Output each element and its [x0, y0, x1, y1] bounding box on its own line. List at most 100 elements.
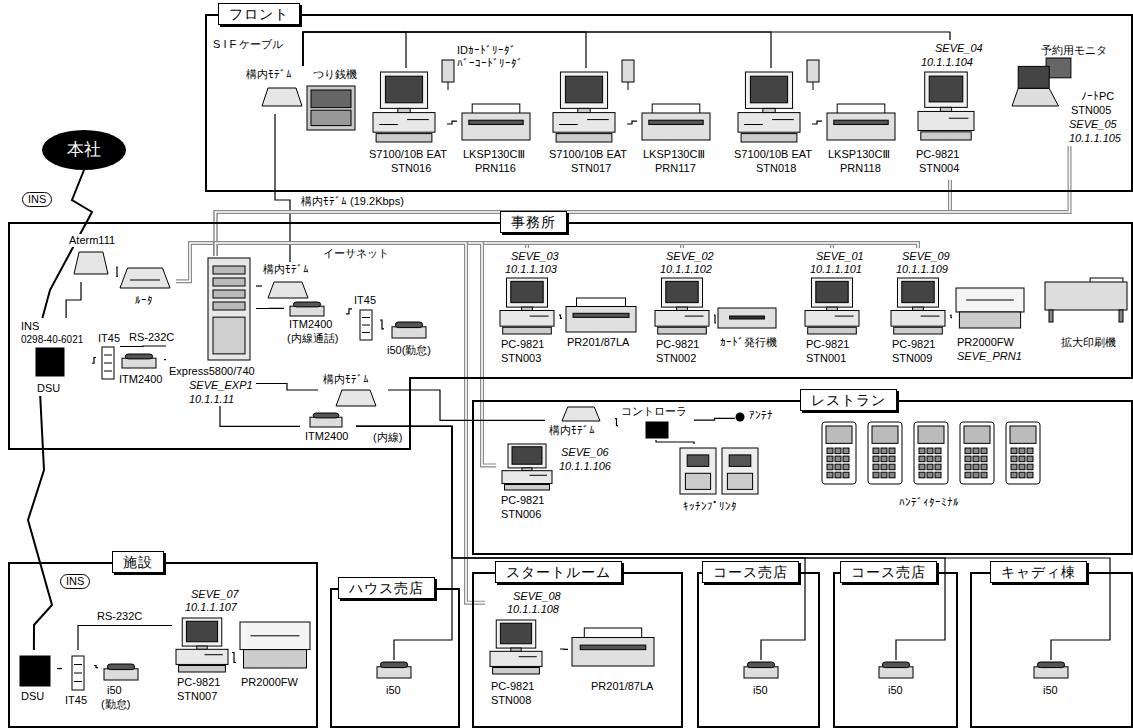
- connector: [216, 243, 486, 603]
- device: IT45: [96, 330, 120, 385]
- device-label: つり銭機: [312, 68, 358, 81]
- device: DSU: [15, 650, 57, 712]
- pc-icon: [918, 72, 974, 140]
- icon-part: [490, 651, 542, 666]
- icon-line: [104, 355, 112, 356]
- device-label: 構内ﾓﾃﾞﾑ: [262, 263, 310, 276]
- connector: [164, 359, 166, 360]
- icon-part: [750, 76, 787, 103]
- icon-part: [745, 72, 792, 108]
- icon-line: [685, 316, 704, 317]
- device-label: 10.1.1.107: [184, 601, 238, 614]
- icon-part: [395, 322, 422, 328]
- icon-part: [827, 472, 833, 478]
- icon-part: [493, 668, 540, 674]
- big-icon: [1045, 278, 1127, 322]
- icon-line: [251, 635, 300, 636]
- icon-part: [843, 456, 849, 462]
- phone-icon: [104, 664, 138, 680]
- icon-part: [213, 290, 245, 298]
- device: ｷｯﾁﾝﾌﾟﾘﾝﾀ: [675, 444, 770, 518]
- phone-icon: [1034, 662, 1068, 678]
- icon-part: [1027, 456, 1033, 462]
- device: IT45: [62, 650, 94, 712]
- area-box: 事務所Aterm111ﾙｰﾀINS0298-40-6021DSUIT45ITM2…: [8, 222, 1133, 450]
- device-label: PR2000FW: [956, 336, 1015, 349]
- connector: [714, 315, 716, 323]
- laptop-icon: [1012, 58, 1071, 106]
- phone-icon: [310, 413, 342, 427]
- icon-part: [122, 358, 156, 368]
- icon-part: [881, 456, 887, 462]
- connector: [216, 243, 497, 465]
- connector: [388, 390, 545, 420]
- ethernet-cable: [176, 243, 216, 281]
- device-label: STN016: [390, 162, 432, 175]
- icon-part: [1034, 667, 1068, 678]
- device-label: PRN116: [474, 162, 517, 175]
- icon-part: [744, 667, 778, 678]
- cable: [164, 359, 166, 360]
- cable: [627, 121, 637, 124]
- note-label: イーサネット: [322, 247, 390, 260]
- icon-line: [559, 124, 578, 125]
- pc-icon: [805, 278, 859, 334]
- icon-part: [213, 266, 245, 274]
- device: 構内ﾓﾃﾞﾑ: [262, 262, 318, 302]
- area-box: ハウス売店i50: [330, 588, 460, 728]
- device: ｶｰﾄﾞ発行機: [716, 302, 780, 354]
- icon-part: [902, 281, 934, 302]
- icon-part: [722, 448, 758, 494]
- device-label: (内線通話): [286, 332, 339, 345]
- icon-part: [120, 268, 170, 288]
- icon-part: [927, 448, 933, 454]
- icon-part: [889, 456, 895, 462]
- prn-icon: [462, 104, 530, 140]
- icon-part: [881, 464, 887, 470]
- icon-part: [680, 448, 716, 494]
- device: 構内ﾓﾃﾞﾑ: [240, 66, 310, 114]
- icon-line: [628, 82, 629, 90]
- icon-line: [519, 656, 537, 657]
- device: SEVE_0310.1.1.103PC-9821STN003: [495, 248, 559, 370]
- icon-part: [565, 76, 602, 103]
- phone-icon: [879, 662, 913, 678]
- device-label: IT45: [97, 332, 121, 345]
- cable: [256, 384, 318, 391]
- pc-icon: [176, 618, 228, 672]
- pc-icon: [891, 278, 945, 334]
- connector: [615, 419, 618, 426]
- icon-part: [506, 278, 547, 307]
- icon-part: [881, 472, 887, 478]
- it45-icon: [102, 347, 114, 379]
- connector: [812, 121, 822, 124]
- device-label: PRN117: [654, 162, 697, 175]
- icon-line: [74, 673, 82, 674]
- connector-label: (内線): [372, 431, 403, 444]
- phone-icon: [377, 662, 411, 678]
- device: SEVE_0110.1.1.101PC-9821STN001: [800, 248, 864, 370]
- icon-part: [392, 327, 426, 338]
- icon-part: [894, 327, 943, 334]
- icon-part: [843, 448, 849, 454]
- area-heading: コース売店: [702, 561, 799, 583]
- term-icon: [373, 72, 435, 142]
- device-label: 10.1.1.103: [504, 263, 558, 276]
- ethernet-cable-core: [216, 243, 497, 465]
- device: PR201/87LA: [568, 620, 664, 704]
- device-label: SEVE_08: [512, 590, 562, 603]
- icon-part: [834, 120, 888, 124]
- icon-part: [125, 354, 152, 359]
- device-label: SEVE_05: [1068, 118, 1118, 131]
- icon-part: [580, 645, 646, 650]
- icon-part: [1006, 422, 1040, 484]
- icon-part: [805, 310, 859, 326]
- device: i50: [1025, 660, 1077, 704]
- area-heading: 施設: [112, 551, 164, 573]
- cable: [356, 426, 945, 660]
- ant-icon: [736, 413, 745, 422]
- area-box: キャディ棟i50: [970, 572, 1133, 728]
- icon-part: [973, 456, 979, 462]
- device-label: 構内ﾓﾃﾞﾑ: [322, 373, 370, 386]
